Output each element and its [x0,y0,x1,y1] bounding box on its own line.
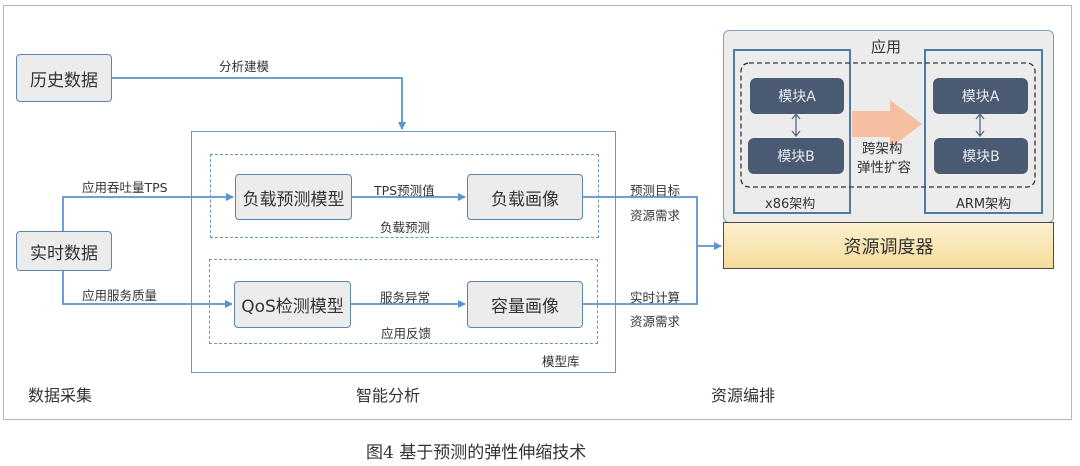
x86-module-a: 模块A [750,78,844,114]
historical-data-label: 历史数据 [30,70,98,91]
x86-module-a-label: 模块A [778,89,816,105]
section-label-data-collection: 数据采集 [28,386,93,405]
historical-data-box: 历史数据 [16,54,112,102]
edge-realtime-to-load-model [62,193,234,231]
app-feedback-group [209,259,598,344]
load-prediction-model-label: 负载预测模型 [242,189,345,210]
edge-capacity-out [582,246,698,305]
application-dashed-boundary [740,62,1036,188]
migration-label-line1: 跨架构 [862,141,903,157]
edge-label-tps-prediction: TPS预测值 [374,183,435,198]
arm-module-b-label: 模块B [962,149,1000,165]
output-label-prediction-target: 预测目标 [630,183,681,198]
x86-module-b-label: 模块B [777,149,815,165]
figure-caption: 图4 基于预测的弹性伸缩技术 [366,443,587,463]
edge-label-modeling: 分析建模 [219,59,270,74]
section-label-resource-orchestration: 资源编排 [711,386,776,405]
x86-module-b: 模块B [748,138,844,174]
capacity-profile-label: 容量画像 [491,297,559,317]
x86-architecture-frame [733,49,851,214]
load-profile-box: 负载画像 [467,174,583,220]
arm-architecture-label: ARM架构 [956,197,1012,212]
output-label-resource-demand-1: 资源需求 [630,208,681,223]
resource-scheduler-label: 资源调度器 [843,236,934,258]
app-feedback-group-label: 应用反馈 [381,326,432,341]
capacity-profile-box: 容量画像 [467,281,583,328]
realtime-data-label: 实时数据 [30,243,98,264]
qos-detection-model-label: QoS检测模型 [241,297,344,317]
edge-label-service-anomaly: 服务异常 [380,290,431,305]
load-prediction-group-label: 负载预测 [380,220,431,235]
figure-frame [3,5,1072,420]
model-library-label: 模型库 [542,354,580,369]
load-prediction-model-box: 负载预测模型 [235,174,352,220]
application-title: 应用 [871,38,902,56]
x86-architecture-label: x86架构 [765,197,816,212]
edge-label-tps: 应用吞吐量TPS [82,180,168,195]
arm-architecture-frame [924,49,1043,214]
load-profile-label: 负载画像 [491,189,559,210]
output-label-realtime-compute: 实时计算 [630,290,681,305]
edge-load-profile-out [582,196,698,246]
edge-history-to-analysis [111,77,406,130]
edge-realtime-to-qos-model [62,270,233,308]
migration-arrow-icon [852,100,922,148]
section-label-intelligent-analysis: 智能分析 [356,386,421,405]
migration-label-line2: 弹性扩容 [857,160,911,176]
load-prediction-group [210,154,599,238]
resource-scheduler-box: 资源调度器 [723,222,1054,269]
arm-module-b: 模块B [934,138,1028,174]
arm-module-a-label: 模块A [961,89,1000,105]
realtime-data-box: 实时数据 [16,231,112,271]
arm-module-a: 模块A [933,78,1028,114]
model-library-container [191,131,616,373]
qos-detection-model-box: QoS检测模型 [234,281,351,328]
edge-label-qos: 应用服务质量 [82,288,158,303]
output-label-resource-demand-2: 资源需求 [630,314,681,329]
